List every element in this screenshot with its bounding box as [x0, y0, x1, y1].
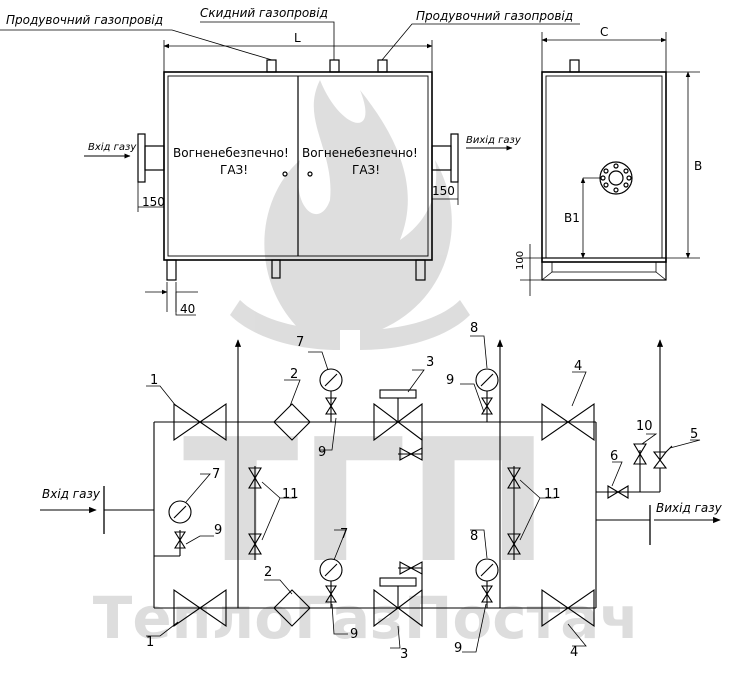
- valve-5: [652, 451, 668, 461]
- side-base-inner: [551, 261, 657, 273]
- valve-11-d: [507, 533, 521, 546]
- valve-1-top: [173, 402, 201, 442]
- dim-C-text: C: [600, 25, 608, 39]
- side-roof-pipe: [569, 59, 580, 73]
- label-11-right: 11: [544, 487, 561, 502]
- roof-pipe-left: [266, 59, 277, 73]
- dim-B1-text: B1: [564, 211, 580, 225]
- warning-right-1: Вогненебезпечно!: [302, 146, 418, 160]
- valve-4-top: [541, 402, 569, 442]
- label-8-top: 8: [470, 321, 478, 336]
- valve-11-c: [507, 467, 521, 480]
- gauge-7-left: [168, 500, 192, 524]
- watermark: ТГП ТеплоГазПостач: [93, 80, 639, 652]
- roof-pipe-right: [377, 59, 388, 73]
- side-base-outer: [541, 257, 667, 281]
- leg-mid: [271, 259, 281, 279]
- hands-watermark: [230, 300, 470, 350]
- label-3-bottom: 3: [400, 647, 408, 662]
- gas-in-top: Вхід газу: [88, 141, 137, 153]
- regulator-3-bottom: [373, 588, 399, 628]
- label-7-bottom: 7: [340, 527, 348, 542]
- side-flange-inner: [608, 170, 624, 186]
- dim-B-text: B: [694, 159, 702, 173]
- warning-right-2: ГАЗ!: [352, 163, 380, 177]
- purge-right-label: Продувочний газопровід: [416, 9, 573, 23]
- gas-in-scheme: Вхід газу: [42, 487, 101, 501]
- label-1-top: 1: [150, 373, 158, 388]
- valve-11-b: [248, 533, 262, 546]
- dim-100-text: 100: [515, 251, 526, 270]
- label-4-top: 4: [574, 359, 582, 374]
- label-3-top: 3: [426, 355, 434, 370]
- door-handle-left: [282, 171, 288, 177]
- inlet-pipe: [144, 145, 165, 171]
- inlet-flange: [137, 133, 146, 183]
- gas-scheme: [40, 335, 721, 653]
- label-11-left: 11: [282, 487, 299, 502]
- leg-left: [166, 259, 177, 281]
- label-6: 6: [610, 449, 618, 464]
- label-2-bottom: 2: [264, 565, 272, 580]
- dim-150-left: 150: [142, 195, 165, 209]
- warning-left-2: ГАЗ!: [220, 163, 248, 177]
- scheme-texts: Вхід газу Вихід газу 1 1 2 2 3 3 4 4 5 6…: [42, 321, 723, 662]
- label-9-left: 9: [214, 523, 222, 538]
- valve-1-bottom: [173, 588, 201, 628]
- valve-10: [633, 443, 647, 456]
- regulator-3-top: [373, 402, 399, 442]
- label-8-bottom: 8: [470, 529, 478, 544]
- watermark-letters: ТГП: [183, 403, 550, 601]
- flame-watermark: [264, 80, 452, 330]
- roof-pipe-mid: [329, 59, 340, 73]
- gas-out-scheme: Вихід газу: [656, 501, 723, 515]
- label-9-bottom-left: 9: [350, 627, 358, 642]
- label-9-top-left: 9: [318, 445, 326, 460]
- side-view: [520, 32, 700, 296]
- door-handle-right: [307, 171, 313, 177]
- leg-right: [415, 259, 426, 281]
- label-7-top: 7: [296, 335, 304, 350]
- label-7-left: 7: [212, 467, 220, 482]
- gas-out-top: Вихід газу: [466, 134, 522, 146]
- label-10: 10: [636, 419, 653, 434]
- label-1-bottom: 1: [146, 635, 154, 650]
- label-9-bottom-right: 9: [454, 641, 462, 656]
- dim-L-text: L: [294, 31, 301, 45]
- watermark-brand: ТеплоГазПостач: [93, 584, 639, 652]
- label-9-top-right: 9: [446, 373, 454, 388]
- label-2-top: 2: [290, 367, 298, 382]
- outlet-pipe: [431, 145, 452, 171]
- label-4-bottom: 4: [570, 645, 578, 660]
- front-view-texts: Продувочний газопровід Скидний газопрові…: [6, 6, 573, 316]
- valve-6: [607, 485, 620, 499]
- valve-4-bottom: [541, 588, 569, 628]
- label-5: 5: [690, 427, 698, 442]
- dim-150-right: 150: [432, 184, 455, 198]
- purge-left-label: Продувочний газопровід: [6, 13, 163, 27]
- warning-left-1: Вогненебезпечно!: [173, 146, 289, 160]
- dim-40: 40: [180, 302, 195, 316]
- side-view-texts: C B B1 100: [515, 25, 702, 270]
- front-view: [0, 21, 580, 316]
- outlet-flange: [450, 133, 459, 183]
- valve-11-a: [248, 467, 262, 480]
- vent-label: Скидний газопровід: [200, 6, 328, 20]
